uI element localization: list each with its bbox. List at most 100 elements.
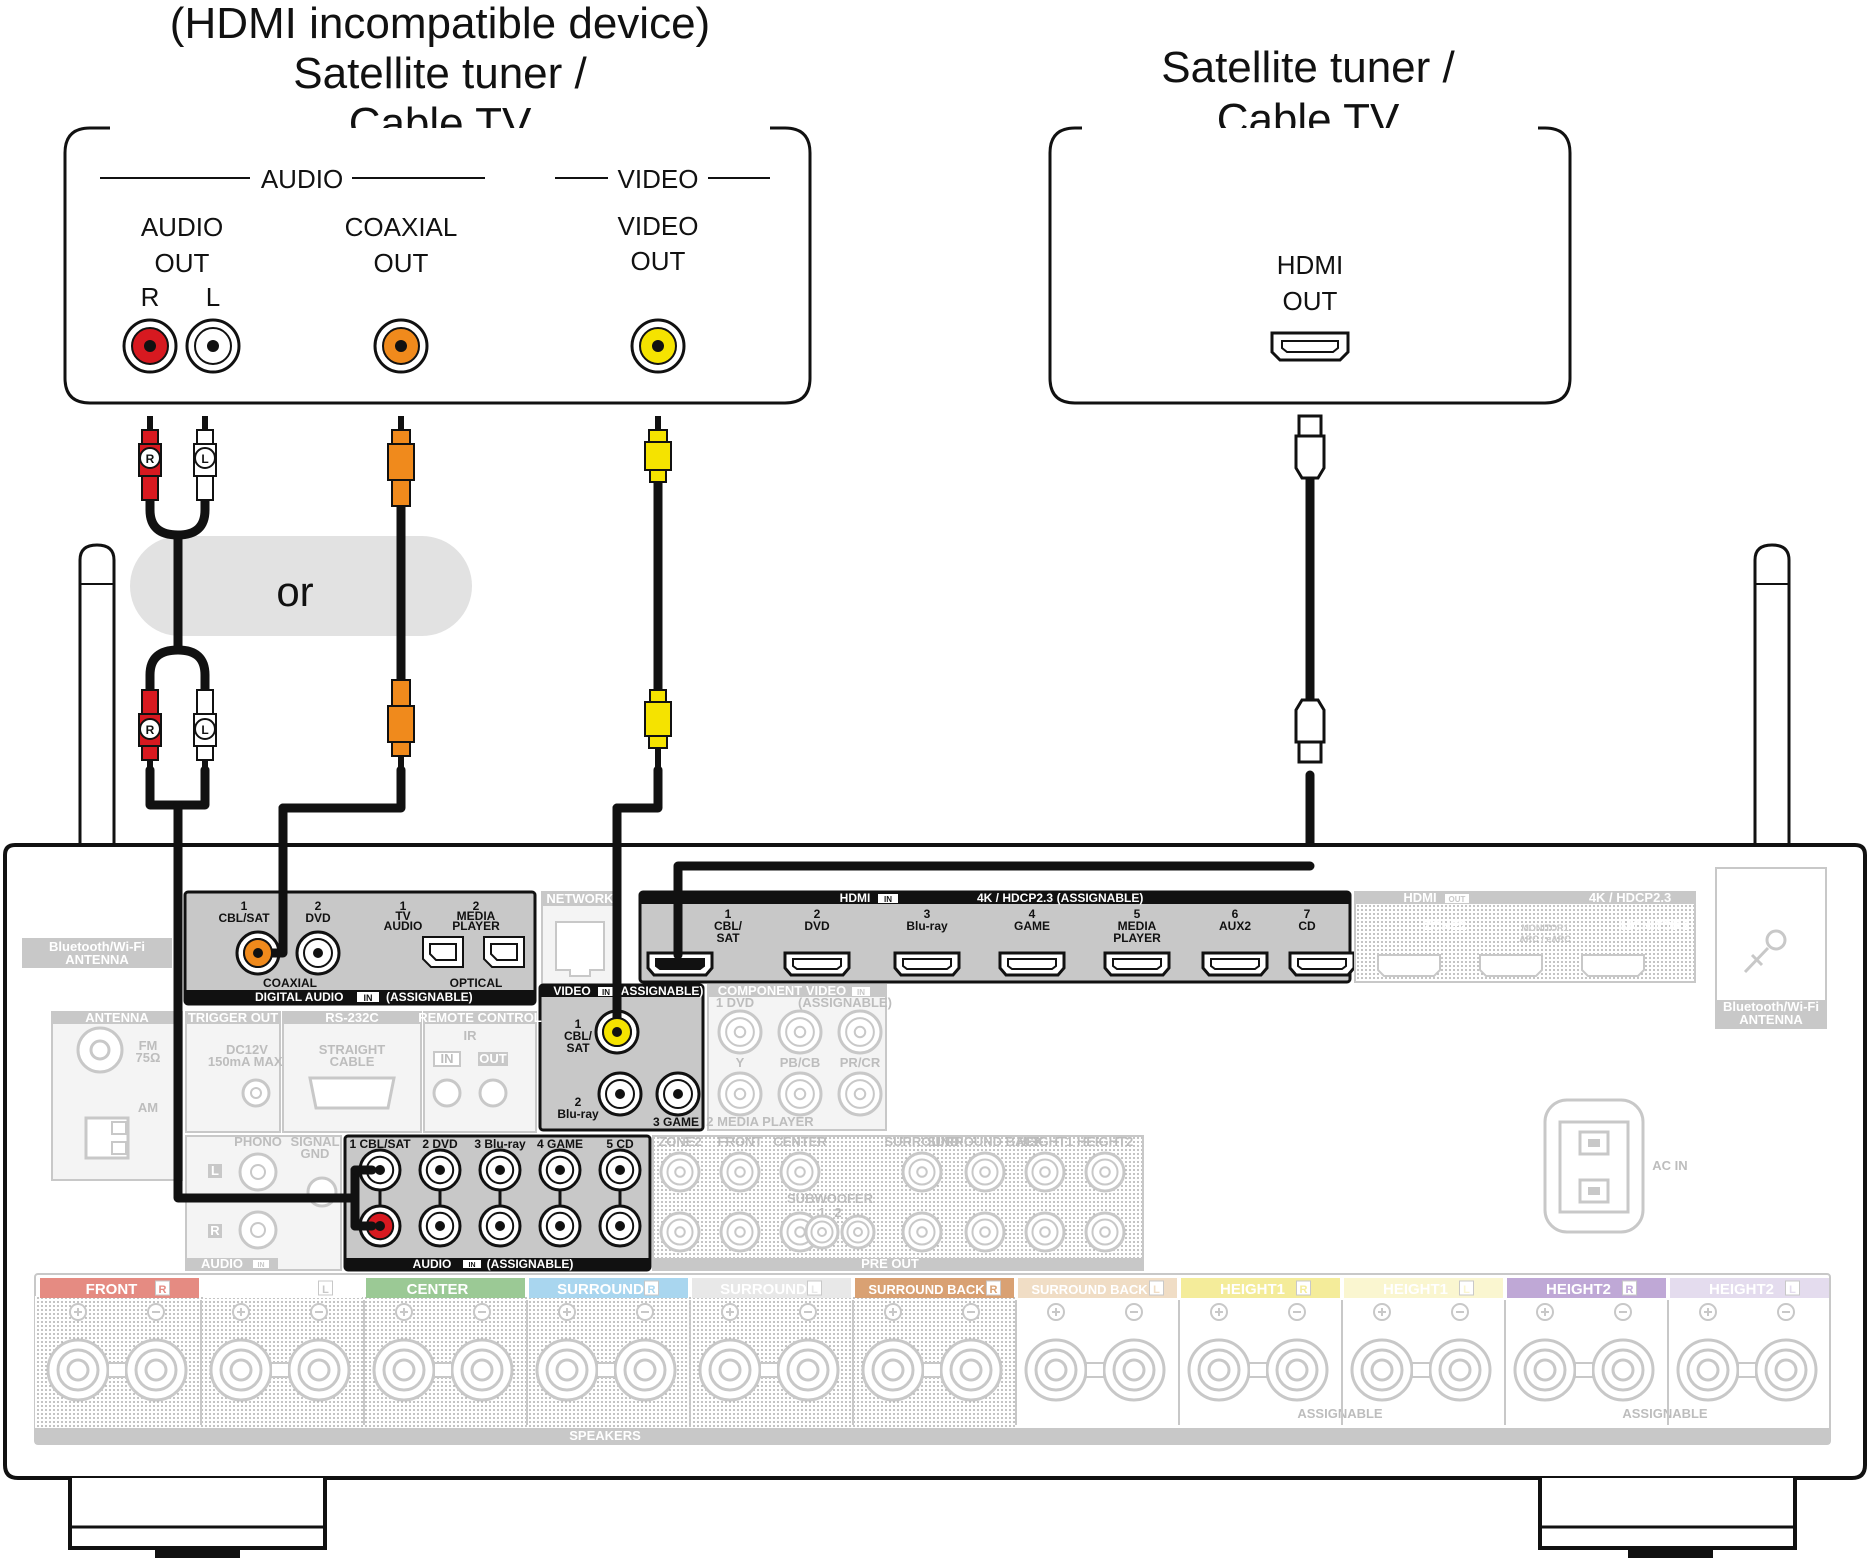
subwoofer-1-jack [804,1214,840,1250]
coax2-num: 2 [315,899,322,913]
digital-audio-panel: DIGITAL AUDIO IN (ASSIGNABLE) 1 CBL/SAT … [183,890,537,1006]
rs232c-port [308,1076,396,1110]
right-device-title-line1: Satellite tuner / [1161,43,1455,92]
audio-in-5-r-jack [598,1204,642,1248]
coaxial-label: COAXIAL [263,976,317,990]
hdmi-out-panel: HDMI OUT 4K / HDCP2.3 ZONE2 MONITOR1 ARC… [1354,890,1696,983]
opt1-name-b: AUDIO [384,919,423,933]
component-video-badge: IN [857,988,865,997]
rca-plug-l-bottom: L [193,689,217,774]
pre-out-sub2: 2 [834,1205,841,1220]
coax1-num: 1 [241,899,248,913]
trigger-out-line2: 150mA MAX. [208,1054,286,1069]
hdmi-in-port-name: AUX2 [1219,919,1251,933]
pre-out-front: FRONT [718,1134,763,1149]
video-out-label-line2: OUT [631,246,686,276]
audio-out-r-jack [122,318,178,374]
audio-in-2-r-jack [418,1204,462,1248]
hdmi-in-port-num: 6 [1232,907,1239,921]
left-device-title-line2: Satellite tuner / [293,49,587,98]
speaker-plus-terminal [698,1303,762,1402]
pre-out-center: CENTER [773,1134,827,1149]
speaker-channel-side: L [1463,1284,1470,1296]
speaker-channel-side: R [1300,1284,1308,1296]
audio-in-badge: IN [469,1262,476,1269]
hdmi-plug-bottom [1294,698,1326,764]
audio-in-input-label: 5 CD [606,1137,634,1151]
digital-audio-in-badge: IN [364,993,373,1003]
rs232c-line1: STRAIGHT [319,1042,386,1057]
speaker-plus-terminal [861,1303,925,1402]
audio-in-4-r-jack [538,1204,582,1248]
video-in-3-jack [655,1071,701,1117]
optical-label: OPTICAL [450,976,503,990]
speaker-channel-label: SURROUND BACK [868,1282,985,1297]
speaker-plus-terminal [1187,1303,1251,1402]
component-video-panel: COMPONENT VIDEO IN (ASSIGNABLE) 1 DVD 2 … [706,983,892,1131]
hdmi-in-port-name-b: SAT [716,931,740,945]
remote-ir-label: IR [464,1028,478,1043]
video-out-jack [630,318,686,374]
hdmi-in-header-left: HDMI [840,891,871,905]
component-pb-label: PB/CB [780,1055,820,1070]
av-receiver: Bluetooth/Wi-Fi ANTENNA Bluetooth/Wi-Fi … [3,543,1867,1558]
antenna-panel: ANTENNA FM 75Ω AM [51,1010,183,1181]
speakers-footer: SPEAKERS [569,1428,641,1443]
hdmi-out-header-left: HDMI [1403,890,1436,905]
hdmi-out-zone2-port [1377,954,1441,977]
audio-in-1-l-jack [358,1148,402,1192]
fm-ohm-label: 75Ω [136,1050,161,1065]
bt-antenna-left-label-b: ANTENNA [65,952,129,967]
trigger-out-panel: TRIGGER OUT DC12V 150mA MAX. [185,1010,286,1133]
audio-in-2-l-jack [418,1148,462,1192]
audio-in-5-l-jack [598,1148,642,1192]
hdmi-in-port-num: 2 [814,907,821,921]
component-y-label: Y [736,1055,745,1070]
component-dvd-label: 1 DVD [716,995,754,1010]
phono-audio-in-badge: IN [258,1262,265,1269]
hdmi-in-port-num: 7 [1304,907,1311,921]
speaker-channel-label: SURROUND [720,1281,807,1298]
left-device-title-line1: (HDMI incompatible device) [170,0,710,48]
hdmi-in-header-right: 4K / HDCP2.3 [977,891,1053,905]
zone2-hdmi-label: ZONE2 [1423,918,1466,933]
component-video-assignable: (ASSIGNABLE) [798,995,892,1010]
speaker-channel-side: R [159,1284,167,1296]
video-plug-bottom [644,689,672,770]
left-device-box [63,126,812,405]
remote-in-label: IN [441,1051,454,1066]
audio-group-label: AUDIO [261,164,343,194]
coax1-name: CBL/SAT [218,911,270,925]
pre-out-surround-back: SURROUND BACK [927,1134,1044,1149]
hdmi-out-label-line2: OUT [1283,286,1338,316]
speaker-channel: CENTER [366,1278,528,1425]
hdmi-in-port-num: 3 [924,907,931,921]
optical-in-1-port [422,936,464,968]
plug-l-top-label: L [201,452,208,466]
speaker-channel-label: CENTER [407,1281,469,1298]
cable-overlays [173,800,1315,1231]
speaker-minus-terminal [776,1303,840,1402]
bt-antenna-left-label-a: Bluetooth/Wi-Fi [49,939,145,954]
video-in-3-label: 3 GAME [653,1115,699,1129]
hdmi-in-port-name: CD [1298,919,1316,933]
hdmi-in-panel: HDMI IN 4K / HDCP2.3 (ASSIGNABLE) 1CBL/S… [638,890,1356,984]
speaker-channel-label: HEIGHT1 [1383,1281,1448,1298]
antenna-left [78,543,116,927]
pre-out-height1: HEIGHT1 [1017,1134,1073,1149]
component-media-player-label: 2 MEDIA PLAYER [706,1114,814,1129]
plug-r-bottom-label: R [146,723,155,737]
hdmi-out-header-right: 4K / HDCP2.3 [1589,890,1671,905]
monitor1-label-b: ARC / eARC [1519,934,1571,944]
speaker-channel-side: L [1153,1284,1160,1296]
hdmi-out-monitor2-port [1581,954,1645,977]
or-label: or [276,568,313,615]
component-dvd-jack-1 [717,1009,763,1055]
speaker-plus-terminal [535,1303,599,1402]
